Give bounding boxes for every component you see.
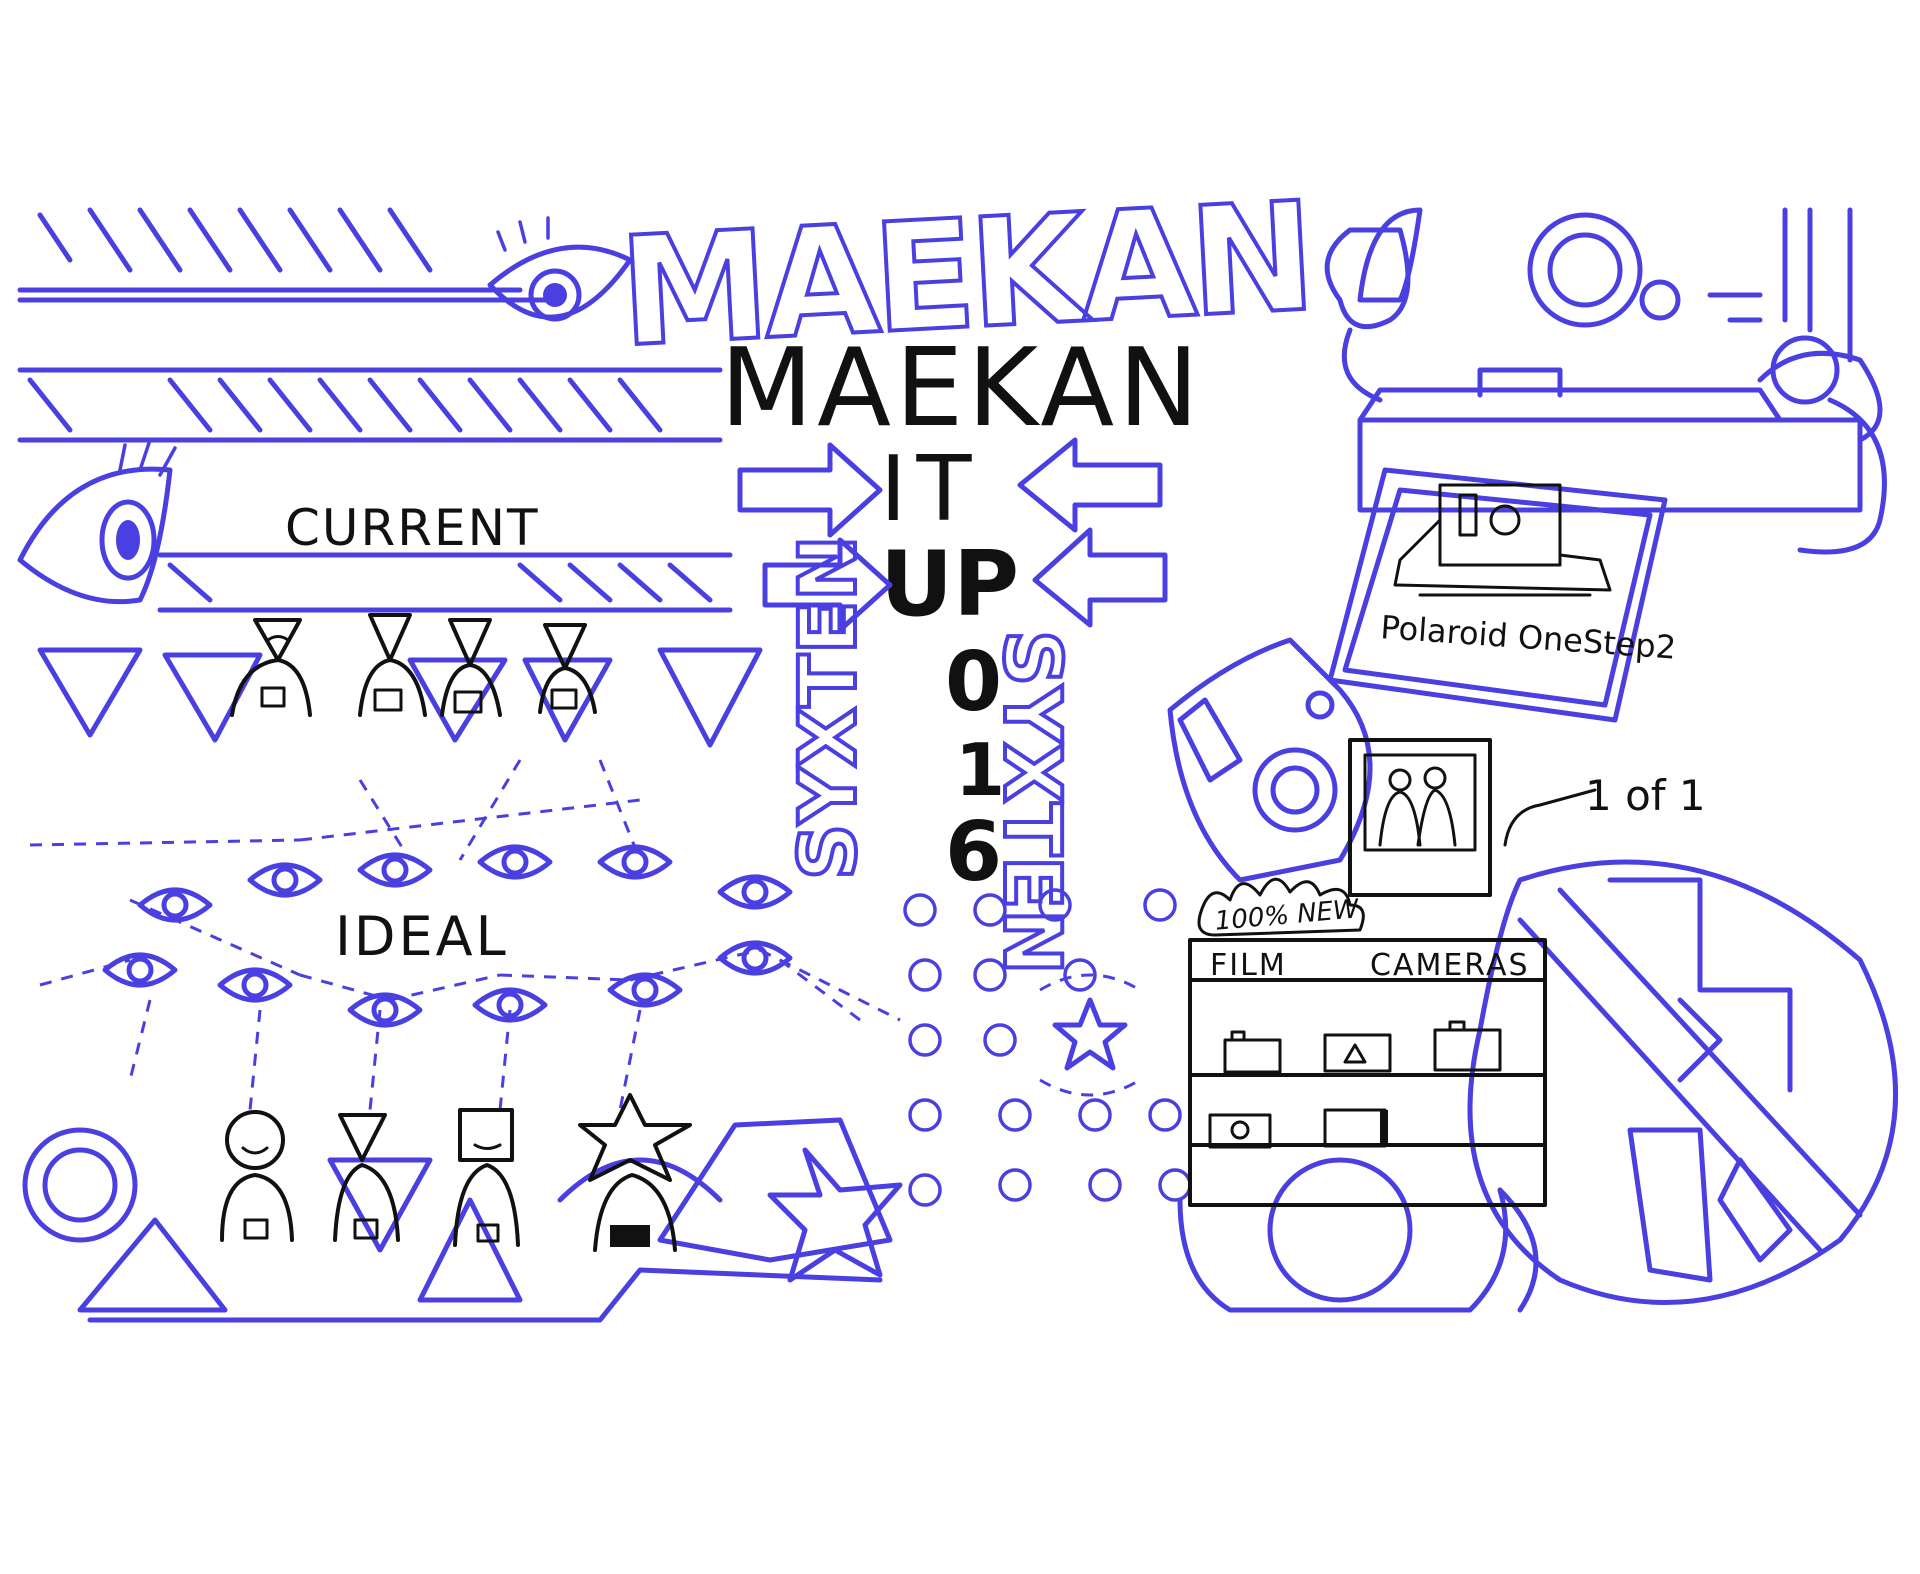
photo-print xyxy=(1348,738,1492,897)
eye-icon xyxy=(347,992,423,1028)
burst-badge xyxy=(1197,877,1365,937)
person-icon-sad xyxy=(358,613,427,717)
arrow-icon-right-bottom xyxy=(762,537,893,633)
no-sign-icon xyxy=(1467,859,1899,1305)
camera-body-icon xyxy=(1357,350,1883,513)
camera-icon-small xyxy=(1323,1033,1392,1073)
star-icon xyxy=(1039,973,1141,1097)
dot-grid xyxy=(903,888,1192,1207)
eye-icon-large-left xyxy=(17,438,177,605)
hand-icon-left xyxy=(1324,227,1411,403)
ideal-section: IDEAL xyxy=(22,759,903,1323)
side-word-left: SYXTEN xyxy=(784,535,874,880)
camera-icon-small xyxy=(1433,1020,1502,1072)
store-sign-right: CAMERAS xyxy=(1370,948,1530,983)
store-shelf xyxy=(1188,938,1547,1207)
eye-icon xyxy=(717,940,793,976)
polaroid-camera-drawing xyxy=(1393,483,1612,597)
eye-icon-large-top xyxy=(487,216,633,322)
store-section: 100% NEW FILM CAMERAS xyxy=(1177,859,1899,1313)
title-digit-6: 6 xyxy=(945,805,1002,900)
person-icon-happy xyxy=(220,1110,294,1242)
eye-icon xyxy=(472,987,548,1023)
outline-title: MAEKAN xyxy=(616,171,1314,381)
hand-icon-right xyxy=(1770,335,1887,555)
eye-icon xyxy=(597,844,673,880)
person-icon-happy xyxy=(333,1113,400,1242)
eye-icon xyxy=(137,887,213,923)
eye-icon xyxy=(217,967,293,1003)
polaroid-photo-frame xyxy=(1327,467,1668,723)
eye-icon xyxy=(607,972,683,1008)
happy-figures xyxy=(220,1093,692,1252)
camera-icon-small xyxy=(1208,1113,1272,1149)
photo-note: 1 of 1 xyxy=(1585,771,1706,820)
store-sign-left: FILM xyxy=(1210,948,1287,983)
eye-icon xyxy=(477,844,553,880)
big-camera-lens-outline xyxy=(1177,1157,1539,1313)
eye-icon xyxy=(102,952,178,988)
current-label: CURRENT xyxy=(285,499,540,557)
current-section: CURRENT xyxy=(17,207,763,748)
hatch-band-top xyxy=(17,207,563,303)
center-title: MAEKAN MAEKAN IT UP 0 1 6 SYXTEN SYXTEN xyxy=(614,169,1316,1207)
camera-icon-tilted xyxy=(1167,637,1373,883)
camera-and-photo: 1 of 1 xyxy=(1167,637,1706,897)
person-icon-happy xyxy=(578,1093,692,1252)
title-it: IT xyxy=(880,437,982,542)
person-icon-sad xyxy=(538,623,597,714)
ideal-label: IDEAL xyxy=(335,905,509,968)
hatch-band-middle xyxy=(17,367,723,443)
title-digit-1: 1 xyxy=(955,728,1005,812)
eye-icon xyxy=(247,862,323,898)
title-up: UP xyxy=(880,532,1019,637)
polaroid-section: Polaroid OneStep2 xyxy=(1324,207,1887,723)
eyes-grid xyxy=(102,844,793,1028)
person-icon-happy xyxy=(453,1108,520,1247)
person-icon-sad xyxy=(440,618,502,717)
note-pointer xyxy=(1503,788,1597,847)
arrow-icon-left-bottom xyxy=(1032,527,1168,628)
hatch-band-lower xyxy=(157,552,733,613)
camera-top-icon xyxy=(1357,207,1853,363)
arrow-icon-left-top xyxy=(1017,437,1163,533)
person-icon-sad xyxy=(230,618,312,717)
eye-icon xyxy=(717,874,793,910)
bottom-shapes xyxy=(22,1117,903,1323)
eye-icon xyxy=(357,852,433,888)
title-digit-0: 0 xyxy=(945,635,1002,730)
camera-icon-small xyxy=(1323,1108,1388,1148)
main-title: MAEKAN xyxy=(720,326,1203,451)
sad-figures xyxy=(230,613,597,717)
arrow-icon-right-top xyxy=(737,442,883,538)
camera-icon-small xyxy=(1223,1030,1282,1074)
polaroid-caption: Polaroid OneStep2 xyxy=(1379,608,1677,667)
